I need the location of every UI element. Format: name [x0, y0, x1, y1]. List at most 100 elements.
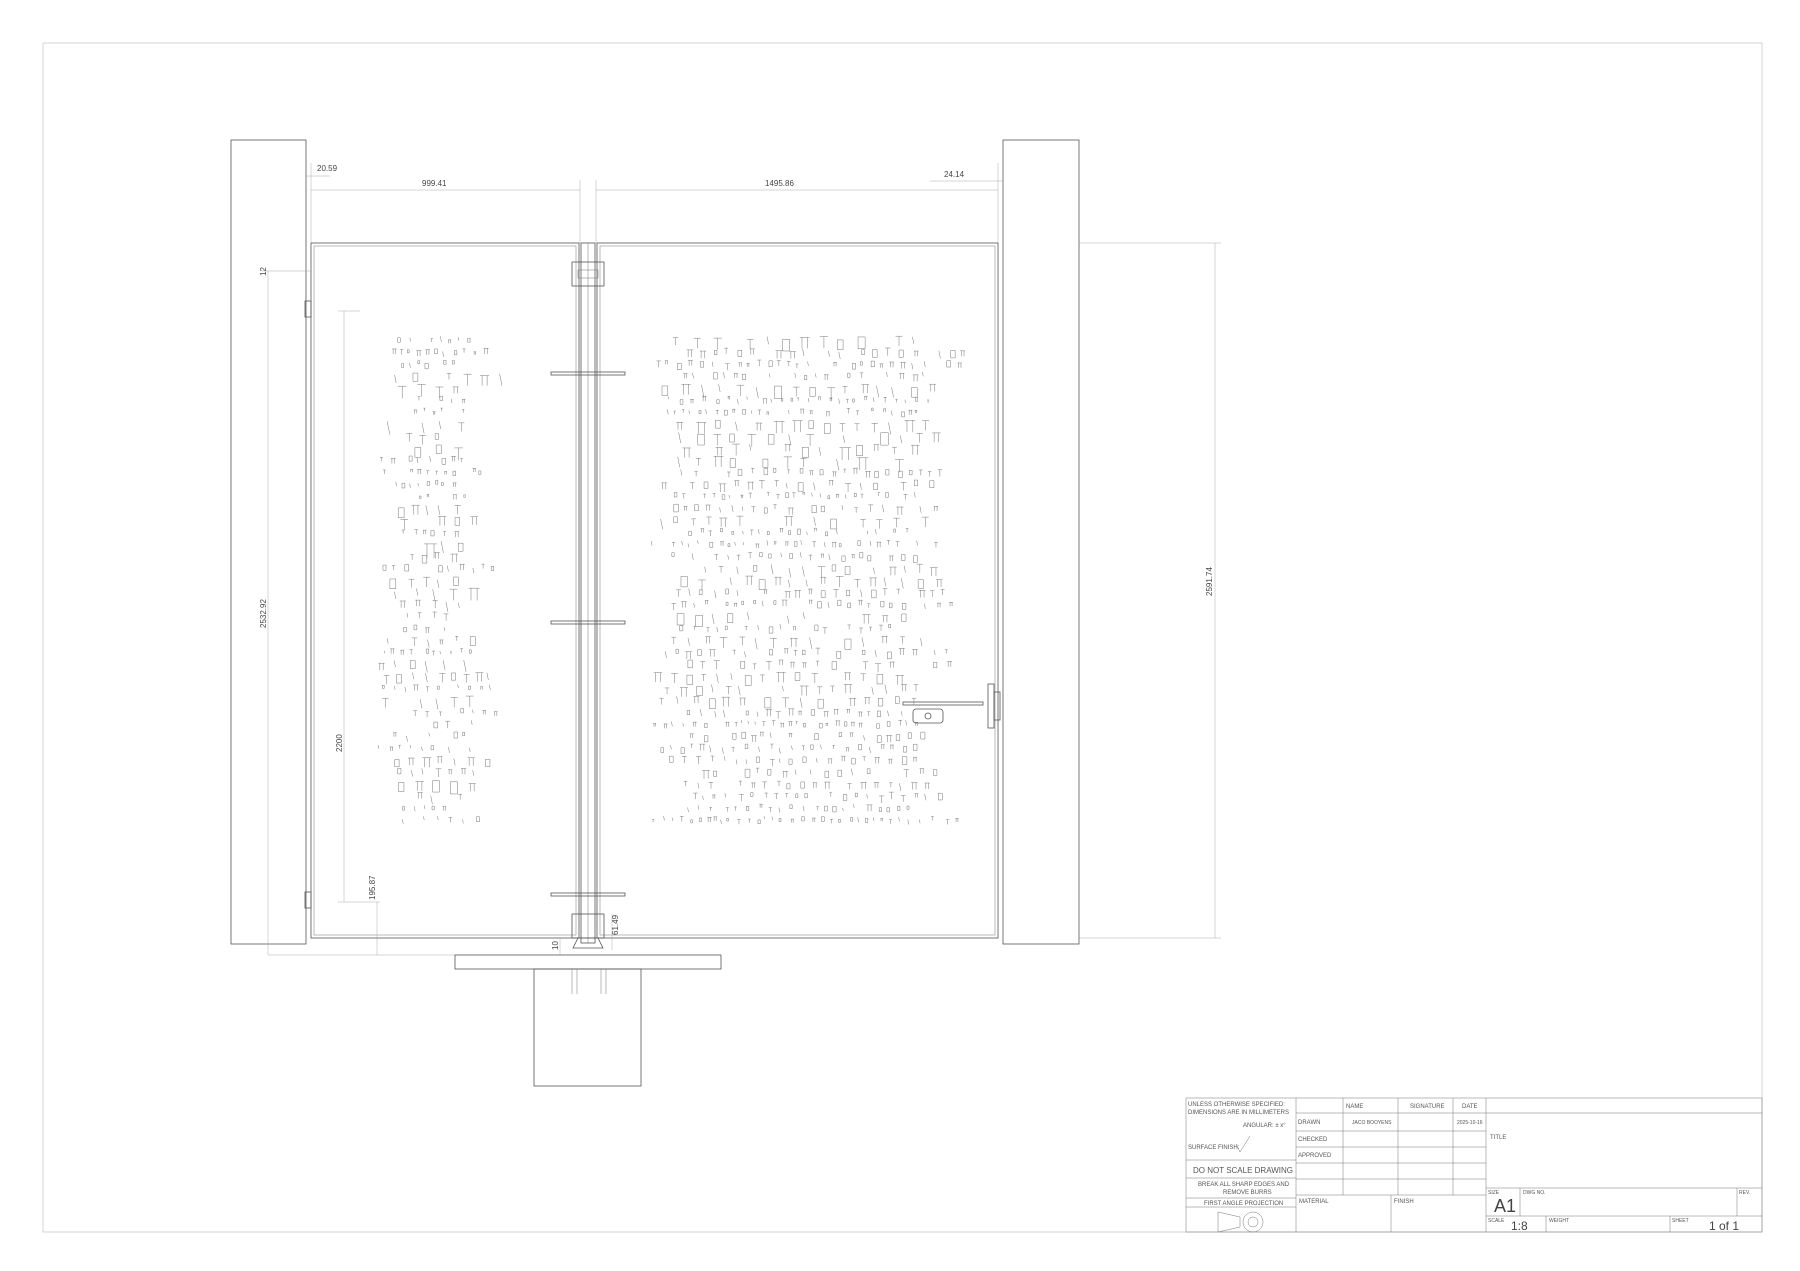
pattern-glyph: [868, 504, 874, 512]
pattern-glyph: [802, 566, 805, 577]
pattern-glyph: [472, 770, 475, 776]
pattern-glyph: [390, 458, 396, 464]
dim-left-width: 999.41: [422, 179, 447, 188]
pattern-glyph: [779, 528, 784, 533]
pattern-glyph: [447, 339, 452, 344]
pattern-glyph: [727, 471, 731, 478]
pattern-glyph: [800, 540, 802, 545]
pattern-glyph: [909, 469, 913, 476]
pattern-glyph: [712, 493, 716, 498]
right-post: [1002, 139, 1080, 945]
pattern-glyph: [770, 759, 775, 767]
pattern-glyph: [774, 385, 782, 399]
pattern-glyph: [738, 780, 742, 786]
pattern-glyph: [672, 541, 676, 547]
pattern-glyph: [768, 626, 774, 634]
pattern-glyph: [847, 624, 851, 630]
pattern-glyph: [453, 758, 456, 766]
pattern-glyph: [833, 362, 837, 367]
pattern-glyph: [846, 408, 851, 414]
pattern-glyph: [709, 698, 716, 709]
pattern-glyph: [736, 554, 741, 561]
pattern-glyph: [900, 362, 906, 369]
pattern-glyph: [768, 360, 773, 367]
pattern-glyph: [782, 697, 789, 708]
pattern-glyph: [759, 552, 763, 558]
pattern-glyph: [872, 397, 875, 403]
pattern-glyph: [699, 743, 706, 751]
pattern-glyph: [719, 517, 728, 527]
pattern-glyph: [748, 552, 753, 559]
pattern-glyph: [938, 792, 943, 801]
pattern-glyph: [693, 625, 696, 630]
dim-right-height: 2591.74: [1205, 567, 1214, 596]
pattern-glyph: [836, 651, 842, 659]
left-hinge-bottom: [304, 891, 312, 909]
pattern-glyph: [457, 684, 459, 689]
pattern-glyph: [413, 409, 417, 414]
pattern-glyph: [889, 602, 893, 609]
pattern-glyph: [784, 444, 791, 452]
pattern-glyph: [723, 710, 726, 718]
pattern-glyph: [844, 672, 851, 681]
pattern-glyph: [415, 781, 424, 791]
pattern-glyph: [694, 504, 699, 512]
break-edges-line-2: REMOVE BURRS: [1223, 1190, 1272, 1196]
pattern-glyph: [921, 516, 929, 528]
pattern-glyph: [723, 372, 725, 379]
pattern-glyph: [924, 603, 926, 609]
pattern-glyph: [435, 444, 442, 454]
surface-finish-label: SURFACE FINISH:: [1188, 1145, 1240, 1151]
pattern-glyph: [940, 589, 945, 596]
pattern-glyph: [468, 587, 480, 601]
pattern-glyph: [435, 768, 442, 778]
pattern-glyph: [449, 588, 458, 601]
pattern-glyph: [809, 637, 813, 650]
pattern-glyph: [394, 374, 397, 384]
pattern-glyph: [419, 435, 427, 445]
pattern-glyph: [901, 756, 908, 765]
dim-top-small: 12: [259, 267, 268, 276]
pattern-glyph: [725, 721, 730, 727]
pattern-glyph: [799, 697, 803, 708]
pattern-glyph: [448, 817, 453, 823]
pattern-glyph: [454, 517, 461, 526]
pattern-glyph: [716, 399, 720, 404]
pattern-glyph: [681, 756, 687, 764]
pattern-glyph: [450, 398, 453, 404]
pattern-glyph: [461, 409, 465, 413]
pattern-glyph: [829, 792, 833, 797]
pattern-glyph: [699, 817, 702, 822]
pattern-glyph: [866, 768, 871, 774]
pattern-glyph: [844, 566, 851, 575]
pattern-glyph: [762, 781, 767, 789]
pattern-glyph: [422, 529, 427, 535]
pattern-glyph: [888, 623, 891, 629]
pattern-glyph: [682, 723, 684, 727]
pattern-glyph: [784, 516, 794, 526]
pattern-glyph: [932, 432, 941, 443]
pattern-glyph: [397, 385, 407, 399]
pattern-glyph: [417, 384, 426, 397]
pattern-glyph: [720, 819, 722, 825]
pattern-glyph: [725, 686, 732, 695]
pattern-glyph: [813, 482, 816, 491]
pattern-glyph: [724, 792, 727, 798]
pattern-glyph: [709, 807, 712, 811]
pattern-glyph: [862, 756, 866, 761]
title-block: UNLESS OTHERWISE SPECIFIED: DIMENSIONS A…: [1185, 1097, 1763, 1233]
pattern-glyph: [700, 361, 705, 368]
pattern-glyph: [699, 709, 702, 717]
pattern-glyph: [705, 636, 712, 644]
pattern-glyph: [806, 434, 815, 446]
pattern-glyph: [383, 675, 390, 684]
pattern-glyph: [844, 684, 852, 694]
pattern-glyph: [871, 686, 874, 695]
pattern-glyph: [776, 672, 786, 683]
pattern-glyph: [430, 530, 435, 537]
pattern-glyph: [793, 649, 798, 656]
pattern-glyph: [766, 336, 769, 345]
pattern-glyph: [862, 661, 869, 670]
pattern-glyph: [849, 732, 854, 737]
pattern-glyph: [846, 589, 851, 596]
